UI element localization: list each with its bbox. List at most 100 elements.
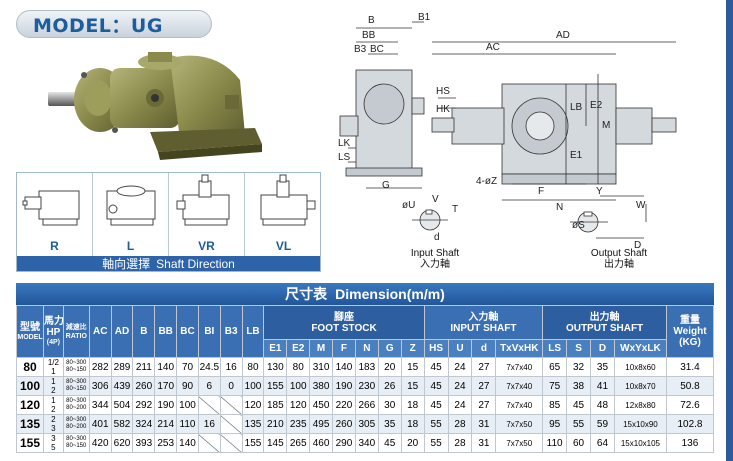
output-cell: 15x10x90 bbox=[613, 414, 667, 434]
hp-value: 2 bbox=[51, 386, 56, 395]
dimension-title-en: Dimension(m/m) bbox=[335, 286, 445, 302]
input-cell: 45 bbox=[423, 395, 449, 415]
weight-cell: 50.8 bbox=[665, 376, 715, 396]
dim-cell: 120 bbox=[241, 395, 265, 415]
output-col-header: S bbox=[566, 339, 591, 358]
model-cell: 100 bbox=[15, 376, 45, 396]
dim-cell: 140 bbox=[176, 433, 199, 453]
foot-col-header: G bbox=[377, 339, 402, 358]
drawing-label: LK bbox=[338, 138, 351, 149]
weight-cell: 102.8 bbox=[665, 414, 715, 434]
output-shaft-caption: Output Shaft 出力軸 bbox=[580, 248, 658, 270]
weight-cell: 31.4 bbox=[665, 357, 715, 377]
input-shaft-label: d bbox=[434, 232, 440, 243]
dim-cell: 70 bbox=[176, 357, 199, 377]
output-cell: 59 bbox=[590, 414, 615, 434]
dim-cell: 0 bbox=[219, 376, 243, 396]
input-shaft-caption-en: Input Shaft bbox=[410, 248, 460, 259]
foot-col-header: E1 bbox=[263, 339, 288, 358]
output-shaft-caption-zh: 出力軸 bbox=[604, 259, 634, 270]
input-cell: 28 bbox=[447, 433, 473, 453]
output-cell: 65 bbox=[542, 357, 568, 377]
hp-value: 1/2 bbox=[47, 358, 59, 368]
dim-cell: 16 bbox=[197, 414, 221, 434]
foot-cell: 20 bbox=[377, 357, 402, 377]
drawing-label: B bbox=[368, 15, 375, 26]
dim-cell: 135 bbox=[241, 414, 265, 434]
output-col-header: WxYxLK bbox=[613, 339, 667, 358]
col-header: AC bbox=[88, 305, 112, 358]
dim-cell: 420 bbox=[88, 433, 112, 453]
input-cell: 24 bbox=[447, 376, 473, 396]
foot-cell: 35 bbox=[377, 414, 402, 434]
input-cell: 7x7x40 bbox=[495, 357, 544, 377]
drawing-label: LB bbox=[570, 102, 583, 113]
direction-option-l[interactable]: L bbox=[93, 173, 169, 257]
foot-cell: 460 bbox=[309, 433, 334, 453]
input-shaft-caption-zh: 入力軸 bbox=[420, 259, 450, 270]
hp-value: 5 bbox=[51, 443, 56, 452]
foot-cell: 210 bbox=[263, 414, 288, 434]
direction-option-vr[interactable]: VR bbox=[169, 173, 245, 257]
output-cell: 10x8x70 bbox=[613, 376, 667, 396]
input-col-header: TxVxHK bbox=[495, 339, 544, 358]
input-cell: 31 bbox=[471, 414, 497, 434]
input-cell: 7x7x40 bbox=[495, 395, 544, 415]
foot-cell: 340 bbox=[354, 433, 379, 453]
direction-option-vl[interactable]: VL bbox=[245, 173, 322, 257]
foot-cell: 155 bbox=[263, 376, 288, 396]
dim-cell: 211 bbox=[132, 357, 156, 377]
dim-cell: 16 bbox=[219, 357, 243, 377]
dim-cell: 439 bbox=[110, 376, 134, 396]
dim-cell: 90 bbox=[176, 376, 199, 396]
ratio-value: 80~300 bbox=[66, 417, 87, 423]
hp-value: 2 bbox=[51, 415, 56, 425]
output-shaft-caption-en: Output Shaft bbox=[590, 248, 648, 259]
ratio-value: 80~150 bbox=[66, 386, 87, 392]
foot-cell: 130 bbox=[263, 357, 288, 377]
hp-value: 1 bbox=[51, 377, 56, 387]
output-shaft-label: W bbox=[636, 200, 646, 211]
input-col-header: U bbox=[447, 339, 473, 358]
col-header: B3 bbox=[219, 305, 243, 358]
model-cell: 155 bbox=[15, 433, 45, 453]
input-col-header: HS bbox=[423, 339, 449, 358]
dim-cell: 344 bbox=[88, 395, 112, 415]
drawing-label: HK bbox=[436, 104, 450, 115]
dim-cell: 214 bbox=[154, 414, 178, 434]
foot-cell: 495 bbox=[309, 414, 334, 434]
direction-option-r[interactable]: R bbox=[17, 173, 93, 257]
dim-cell: 24.5 bbox=[197, 357, 221, 377]
direction-vr-icon bbox=[176, 174, 230, 226]
gearbox-photo bbox=[48, 52, 262, 160]
ratio-value: 80~300 bbox=[66, 379, 87, 385]
foot-col-header: E2 bbox=[286, 339, 311, 358]
output-shaft-label: Y bbox=[596, 186, 603, 197]
input-cell: 31 bbox=[471, 433, 497, 453]
input-cell: 24 bbox=[447, 395, 473, 415]
output-cell: 110 bbox=[542, 433, 568, 453]
dim-cell: 100 bbox=[176, 395, 199, 415]
foot-cell: 265 bbox=[286, 433, 311, 453]
output-cell: 75 bbox=[542, 376, 568, 396]
foot-cell: 260 bbox=[332, 414, 356, 434]
right-frame-border bbox=[726, 0, 733, 461]
output-cell: 85 bbox=[542, 395, 568, 415]
dim-cell: 170 bbox=[154, 376, 178, 396]
output-cell: 15x10x105 bbox=[613, 433, 667, 453]
foot-cell: 230 bbox=[354, 376, 379, 396]
dimension-title-zh: 尺寸表 bbox=[285, 286, 328, 302]
output-shaft-label: øS bbox=[572, 220, 585, 231]
technical-drawing: B B1 BB B3 BC AD AC HS HK LB E2 M E1 LK … bbox=[338, 12, 677, 251]
